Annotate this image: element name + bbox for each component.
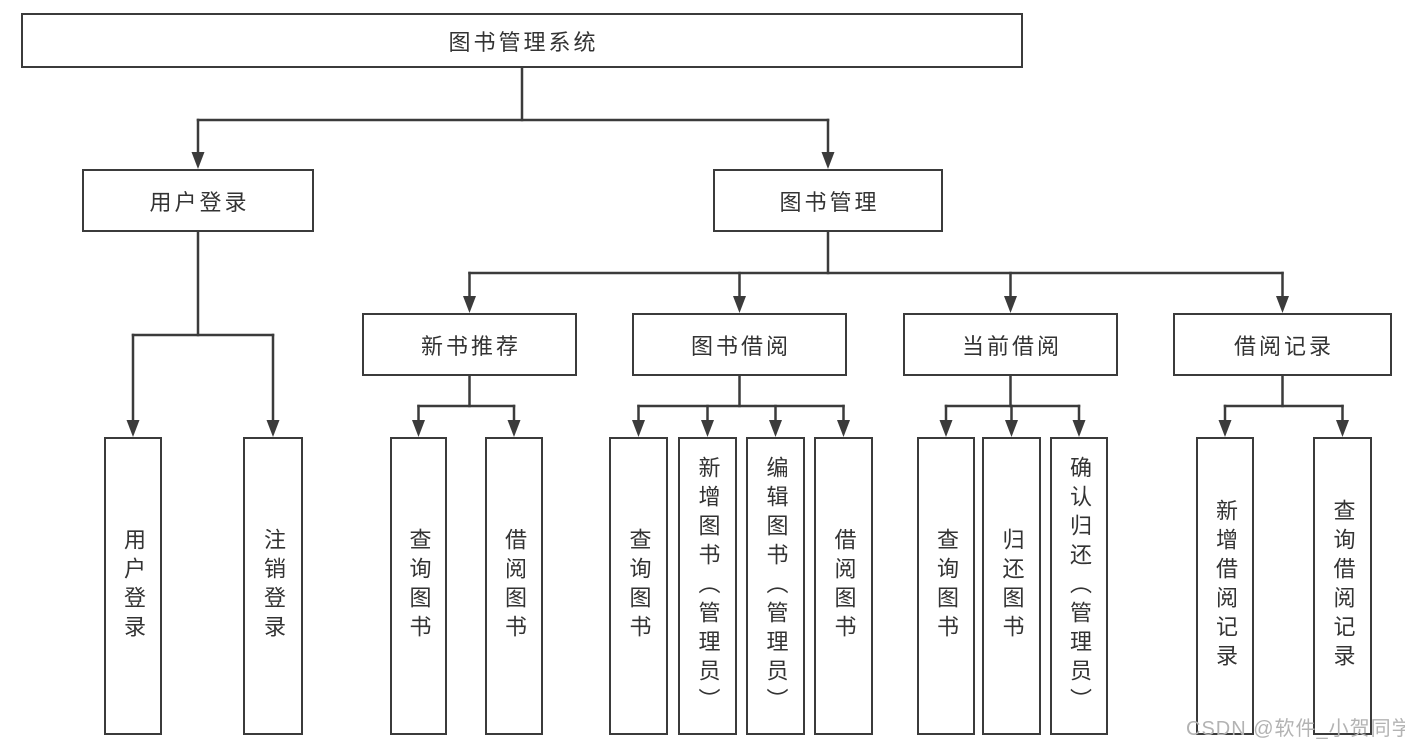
node-label: 用户登录 xyxy=(121,528,146,644)
node-book-borrow: 图书借阅 xyxy=(632,313,847,376)
node-label: 查询借阅记录 xyxy=(1330,499,1356,673)
node-label: 查询图书 xyxy=(626,528,652,644)
node-v-query-book-1: 查询图书 xyxy=(390,437,447,735)
node-v-add-book: 新增图书（管理员） xyxy=(678,437,737,735)
node-current-borrow: 当前借阅 xyxy=(903,313,1118,376)
node-label: 编辑图书（管理员） xyxy=(763,455,789,717)
node-label: 用户登录 xyxy=(149,189,250,215)
node-label: 注销登录 xyxy=(261,528,286,644)
node-v-query-book-2: 查询图书 xyxy=(609,437,668,735)
node-v-confirm-return: 确认归还（管理员） xyxy=(1050,437,1108,735)
node-label: 查询图书 xyxy=(406,528,432,644)
node-v-query-book-3: 查询图书 xyxy=(917,437,975,735)
node-v-borrow-book-1: 借阅图书 xyxy=(485,437,543,735)
node-label: 借阅图书 xyxy=(502,528,527,644)
node-book-mgmt: 图书管理 xyxy=(713,169,943,232)
node-label: 新书推荐 xyxy=(420,333,521,359)
node-label: 确认归还（管理员） xyxy=(1067,455,1092,717)
node-v-edit-book: 编辑图书（管理员） xyxy=(746,437,805,735)
node-label: 图书管理系统 xyxy=(448,29,599,55)
node-label: 归还图书 xyxy=(999,528,1025,644)
node-root: 图书管理系统 xyxy=(21,13,1023,68)
node-v-add-record: 新增借阅记录 xyxy=(1196,437,1254,735)
node-borrow-record: 借阅记录 xyxy=(1173,313,1392,376)
node-label: 查询图书 xyxy=(934,528,959,644)
node-label: 图书借阅 xyxy=(690,333,791,359)
node-v-query-record: 查询借阅记录 xyxy=(1313,437,1372,735)
node-label: 当前借阅 xyxy=(961,333,1062,359)
node-v-return-book: 归还图书 xyxy=(982,437,1041,735)
node-label: 新增图书（管理员） xyxy=(695,455,721,717)
node-label: 图书管理 xyxy=(779,189,880,215)
node-label: 借阅图书 xyxy=(831,528,857,644)
node-label: 借阅记录 xyxy=(1233,333,1334,359)
node-v-logout: 注销登录 xyxy=(243,437,303,735)
node-v-borrow-book-2: 借阅图书 xyxy=(814,437,873,735)
node-v-user-login: 用户登录 xyxy=(104,437,162,735)
node-label: 新增借阅记录 xyxy=(1213,499,1238,673)
node-new-book-rec: 新书推荐 xyxy=(362,313,577,376)
node-user-login: 用户登录 xyxy=(82,169,314,232)
watermark: CSDN @软件_小贺同学 xyxy=(1186,718,1405,740)
